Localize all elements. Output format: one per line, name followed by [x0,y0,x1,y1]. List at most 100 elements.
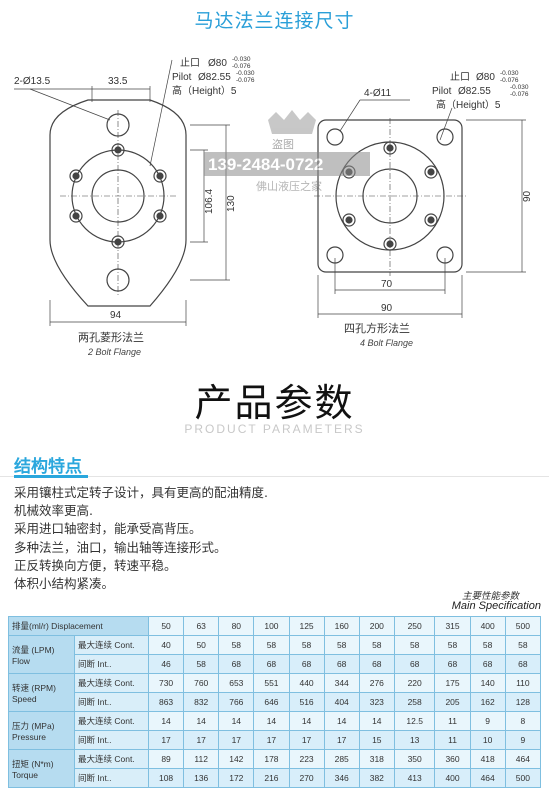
spec-cell: 68 [288,654,325,674]
spec-row-sublabel: 间断 Int.. [74,692,149,712]
spec-cell: 400 [469,616,506,636]
spec-cell: 140 [469,673,506,693]
spec-cell: 125 [288,616,325,636]
spec-cell: 68 [218,654,255,674]
spec-cell: 11 [434,711,471,731]
feature-item: 多种法兰，油口，输出轴等连接形式。 [14,539,227,555]
dim-106-4: 106.4 [204,189,215,214]
spec-cell: 80 [218,616,255,636]
spec-cell: 360 [434,749,471,769]
spec-cell: 8 [504,711,542,731]
feature-item: 正反转换向方便，转速平稳。 [14,557,177,573]
spec-row-label: 流量 (LPM) Flow [8,635,75,674]
spec-cell: 162 [469,692,506,712]
spec-cell: 200 [358,616,395,636]
spec-cell: 128 [504,692,542,712]
spec-cell: 400 [434,768,471,788]
feature-item: 采用镶柱式定转子设计，具有更高的配油精度. [14,485,268,500]
spec-cell: 17 [183,730,220,750]
spec-row-sublabel: 间断 Int.. [74,654,149,674]
spec-cell: 136 [183,768,220,788]
pilot-height-left: 高（Height）5 [172,84,237,97]
spec-cell: 12.5 [393,711,436,731]
feature-item: 体积小结构紧凑。 [14,576,115,592]
spec-cell: 258 [393,692,436,712]
dim-90-horizontal: 90 [381,303,393,314]
spec-cell: 9 [469,711,506,731]
spec-cell: 17 [253,730,290,750]
spec-cell: 50 [147,616,185,636]
feature-item: 采用进口轴密封，能承受高背压。 [14,521,202,537]
spec-cell: 17 [323,730,360,750]
spec-row-label: 转速 (RPM) Speed [8,673,75,712]
watermark: 盗图 139-2484-0722 佛山液压之家 [204,110,370,193]
two-bolt-caption-en: 2 Bolt Flange [87,347,141,357]
features-divider [0,476,549,477]
spec-row-sublabel: 最大连续 Cont. [74,711,149,731]
svg-text:-0.076: -0.076 [500,77,519,84]
four-bolt-caption-cn: 四孔方形法兰 [344,321,410,335]
spec-cell: 110 [504,673,542,693]
params-subtitle: PRODUCT PARAMETERS [184,422,365,436]
spec-cell: 205 [434,692,471,712]
two-bolt-flange-drawing [14,59,230,326]
spec-cell: 223 [288,749,325,769]
spec-row-sublabel: 最大连续 Cont. [74,673,149,693]
spec-cell: 175 [434,673,471,693]
spec-cell: 58 [434,635,471,655]
params-title: 产品参数 [194,381,355,425]
svg-text:-0.030: -0.030 [236,70,255,77]
spec-cell: 15 [358,730,395,750]
spec-cell: 58 [504,635,542,655]
spec-cell: 346 [323,768,360,788]
spec-cell: 89 [147,749,185,769]
dim-70: 70 [381,279,393,290]
spec-cell: 58 [469,635,506,655]
svg-text:-0.076: -0.076 [510,91,529,98]
spec-cell: 17 [147,730,185,750]
spec-cell: 418 [469,749,506,769]
spec-cell: 270 [288,768,325,788]
pilot-zhikou-right: 止口 [450,71,470,83]
spec-cell: 14 [288,711,325,731]
pilot-zhikou-left: 止口 [180,57,200,69]
spec-cell: 250 [393,616,436,636]
svg-text:-0.076: -0.076 [232,63,251,70]
watermark-line3: 佛山液压之家 [256,179,322,193]
spec-cell: 68 [393,654,436,674]
pilot-d80-left: Ø80 [208,58,227,69]
svg-text:-0.076: -0.076 [236,77,255,84]
svg-text:-0.030: -0.030 [510,84,529,91]
spec-cell: 730 [147,673,185,693]
spec-row-label: 扭矩 (N*m) Torque [8,749,75,788]
spec-cell: 344 [323,673,360,693]
pilot-d80-right: Ø80 [476,72,495,83]
spec-cell: 14 [358,711,395,731]
spec-cell: 440 [288,673,325,693]
spec-cell: 68 [434,654,471,674]
spec-cell: 276 [358,673,395,693]
spec-title-cn: 主要性能参数 [461,591,519,602]
watermark-phone: 139-2484-0722 [208,155,323,174]
spec-cell: 63 [183,616,220,636]
spec-row-label: 压力 (MPa) Pressure [8,711,75,750]
four-bolt-flange-drawing [314,99,526,318]
spec-cell: 766 [218,692,255,712]
spec-row-sublabel: 最大连续 Cont. [74,749,149,769]
spec-cell: 46 [147,654,185,674]
spec-row-label: 排量(ml/r) Displacement [8,616,149,636]
spec-row-sublabel: 间断 Int.. [74,730,149,750]
spec-cell: 68 [358,654,395,674]
page-title: 马达法兰连接尺寸 [194,10,355,32]
spec-cell: 285 [323,749,360,769]
flange-drawings: 2-Ø13.5 33.5 止口 Ø80 -0.030 -0.076 Pilot … [14,56,533,357]
four-bolt-caption-en: 4 Bolt Flange [360,338,413,348]
spec-cell: 350 [393,749,436,769]
pilot-word-right: Pilot [432,86,452,97]
spec-cell: 108 [147,768,185,788]
svg-text:-0.030: -0.030 [500,70,519,77]
spec-cell: 14 [253,711,290,731]
spec-cell: 17 [218,730,255,750]
spec-row-sublabel: 间断 Int.. [74,768,149,788]
